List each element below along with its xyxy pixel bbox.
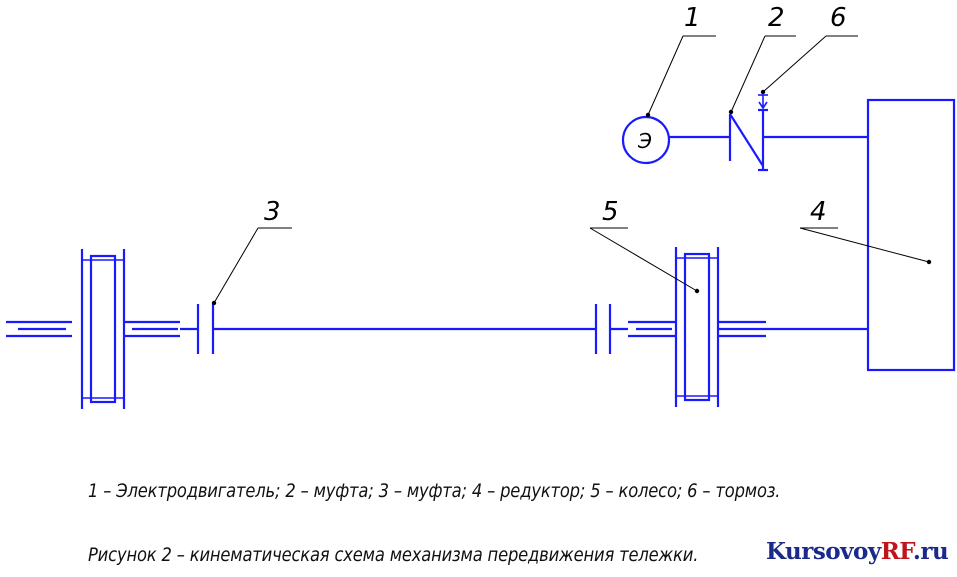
brake-6 (758, 94, 768, 110)
left-wheel (80, 249, 126, 409)
motor-1: Э (621, 115, 671, 165)
legend: 1 – Электродвигатель; 2 – муфта; 3 – муф… (88, 480, 781, 502)
watermark-part-2: RF (880, 538, 914, 565)
right-shaft-segment (628, 320, 676, 338)
leader-2: 2 (728, 3, 796, 115)
label-6: 6 (830, 3, 847, 33)
left-shaft-end (6, 320, 72, 338)
right-coupling (594, 304, 628, 354)
reducer-output-shaft (718, 320, 868, 338)
coupling-3 (180, 304, 215, 354)
leader-4: 4 (799, 197, 932, 265)
wheel-5 (674, 247, 720, 407)
watermark-part-1: Kursovoy (766, 538, 881, 565)
site-watermark: KursovoyRF.ru (766, 538, 949, 565)
label-1: 1 (684, 3, 701, 33)
leader-6: 6 (760, 3, 858, 95)
figure-caption: Рисунок 2 – кинематическая схема механиз… (88, 544, 699, 566)
motor-symbol: Э (637, 129, 652, 153)
label-5: 5 (602, 197, 619, 227)
watermark-part-3: .ru (912, 538, 949, 565)
coupling-2 (728, 108, 868, 172)
leader-5: 5 (589, 197, 700, 294)
leader-3: 3 (211, 197, 292, 306)
label-4: 4 (810, 197, 827, 227)
reducer-4 (866, 98, 956, 372)
label-3: 3 (264, 197, 281, 227)
leader-1: 1 (645, 3, 716, 118)
label-2: 2 (768, 3, 785, 33)
left-shaft-segment (124, 320, 180, 338)
